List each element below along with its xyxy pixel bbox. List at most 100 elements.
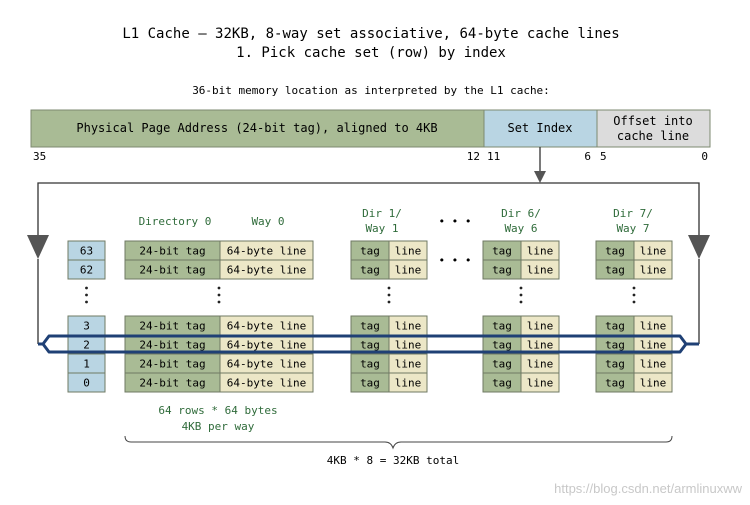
bit-6: 6 <box>584 150 591 163</box>
diagram-subtitle: 1. Pick cache set (row) by index <box>236 45 506 61</box>
way1-line-cell <box>388 259 428 280</box>
way0-line-label: 64-byte line <box>227 245 306 258</box>
way0-tag-label: 24-bit tag <box>139 245 205 258</box>
way1-line-label: line <box>395 245 422 258</box>
way7-tag-label: tag <box>605 339 625 352</box>
way0-line-label: 64-byte line <box>227 377 306 390</box>
way6-tag-label: tag <box>492 377 512 390</box>
set-index-label: 63 <box>80 245 93 258</box>
way7-line-label: line <box>640 320 667 333</box>
way1-tag-label: tag <box>360 264 380 277</box>
way1-label-1: Dir 1/ <box>362 207 402 220</box>
way1-tag-label: tag <box>360 339 380 352</box>
set-index-label: 2 <box>83 339 90 352</box>
way1-line-label: line <box>395 264 422 277</box>
index-arrowhead <box>534 171 546 183</box>
ways-ellipsis-header: • • • <box>438 215 471 228</box>
way6-tag-label: tag <box>492 358 512 371</box>
way6-gap-dot-1 <box>519 293 523 297</box>
right-arrowhead <box>688 235 710 259</box>
way7-tag-label: tag <box>605 245 625 258</box>
rows-note-2: 4KB per way <box>182 420 255 433</box>
way7-line-label: line <box>640 339 667 352</box>
way7-gap-dot-0 <box>632 286 636 290</box>
way0-line-label: 64-byte line <box>227 264 306 277</box>
offset-field <box>596 109 711 148</box>
diagram-title: L1 Cache – 32KB, 8-way set associative, … <box>122 26 619 42</box>
way6-label-1: Dir 6/ <box>501 207 541 220</box>
bit-12: 12 <box>467 150 480 163</box>
set-index-gap-dot-0 <box>85 286 88 290</box>
bit-35: 35 <box>33 150 46 163</box>
way6-gap-dot-0 <box>519 286 523 290</box>
way7-line-label: line <box>640 358 667 371</box>
way6-line-cell <box>520 372 560 393</box>
ways-ellipsis-rows: • • • <box>438 254 471 267</box>
way1-gap-dot-1 <box>387 293 391 297</box>
way0-line-label: 64-byte line <box>227 358 306 371</box>
offset-field-label-1: Offset into <box>613 114 692 128</box>
way0-gap-dot-1 <box>217 293 221 297</box>
cache-grid: 63 24-bit tag 64-byte line tag line tag line ta… <box>67 240 673 393</box>
way1-tag-label: tag <box>360 320 380 333</box>
way7-tag-label: tag <box>605 264 625 277</box>
bit-5: 5 <box>600 150 607 163</box>
set-index-label: 1 <box>83 358 90 371</box>
way6-line-label: line <box>527 339 554 352</box>
way1-gap-dot-2 <box>387 300 391 304</box>
left-arrowhead <box>27 235 49 259</box>
way6-tag-label: tag <box>492 320 512 333</box>
way6-line-label: line <box>527 320 554 333</box>
way7-gap-dot-1 <box>632 293 636 297</box>
set-index-label: 62 <box>80 264 93 277</box>
way7-gap-dot-2 <box>632 300 636 304</box>
way6-gap-dot-2 <box>519 300 523 304</box>
way0-tag-label: 24-bit tag <box>139 377 205 390</box>
way6-label-2: Way 6 <box>504 222 537 235</box>
address-caption: 36-bit memory location as interpreted by… <box>192 84 550 97</box>
way1-line-label: line <box>395 320 422 333</box>
total-note: 4KB * 8 = 32KB total <box>327 454 459 467</box>
way0-directory-label: Directory 0 <box>139 215 212 228</box>
way6-tag-label: tag <box>492 245 512 258</box>
way6-line-label: line <box>527 377 554 390</box>
tag-field <box>30 109 485 148</box>
way6-tag-label: tag <box>492 339 512 352</box>
way0-gap-dot-2 <box>217 300 221 304</box>
way0-line-cell <box>219 372 314 393</box>
rows-note-1: 64 rows * 64 bytes <box>158 404 277 417</box>
way0-tag-label: 24-bit tag <box>139 358 205 371</box>
way7-line-cell <box>633 259 673 280</box>
address-bar: Physical Page Address (24-bit tag), alig… <box>30 109 711 163</box>
way0-tag-label: 24-bit tag <box>139 264 205 277</box>
set-index-cell <box>67 259 106 280</box>
way1-line-label: line <box>395 377 422 390</box>
way1-tag-label: tag <box>360 245 380 258</box>
way6-tag-label: tag <box>492 264 512 277</box>
bit-11: 11 <box>487 150 500 163</box>
bit-0: 0 <box>701 150 708 163</box>
offset-field-label-2: cache line <box>617 129 689 143</box>
tag-field-label: Physical Page Address (24-bit tag), alig… <box>76 121 437 135</box>
way1-line-label: line <box>395 358 422 371</box>
set-index-label: 3 <box>83 320 90 333</box>
way0-tag-label: 24-bit tag <box>139 320 205 333</box>
way0-line-label: 64-byte line <box>227 320 306 333</box>
total-brace <box>124 435 673 450</box>
way7-tag-label: tag <box>605 377 625 390</box>
way7-line-label: line <box>640 377 667 390</box>
way1-tag-label: tag <box>360 358 380 371</box>
way6-line-label: line <box>527 245 554 258</box>
way6-line-label: line <box>527 264 554 277</box>
set-index-gap-dot-1 <box>85 293 88 297</box>
set-index-label: 0 <box>83 377 90 390</box>
way1-tag-label: tag <box>360 377 380 390</box>
way7-line-label: line <box>640 245 667 258</box>
way1-label-2: Way 1 <box>365 222 398 235</box>
way6-line-label: line <box>527 358 554 371</box>
way1-line-cell <box>388 372 428 393</box>
way0-line-label: 64-byte line <box>227 339 306 352</box>
watermark: https://blog.csdn.net/armlinuxww <box>554 481 742 496</box>
way1-line-label: line <box>395 339 422 352</box>
